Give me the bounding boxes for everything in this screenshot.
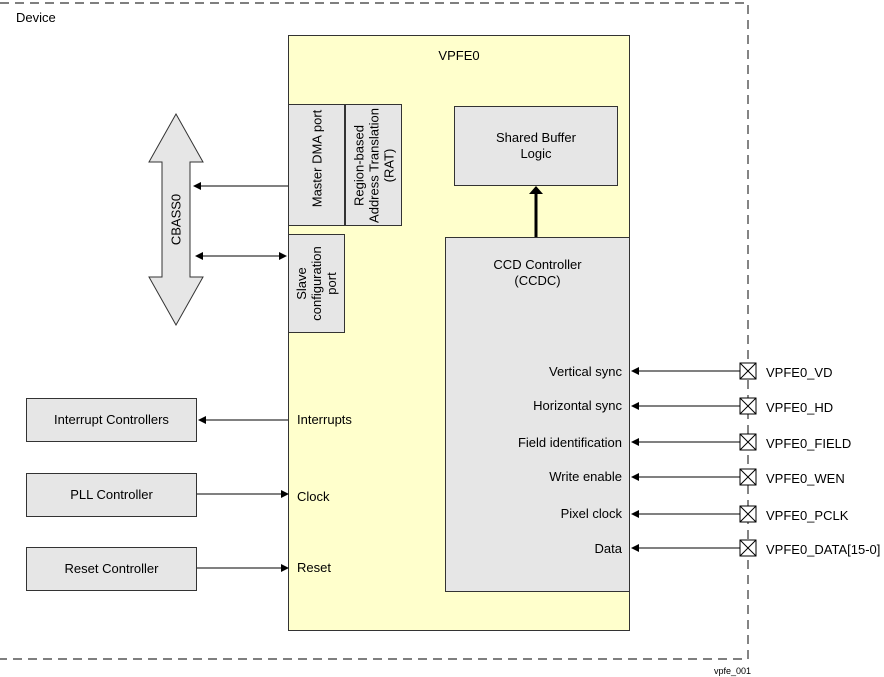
reset-controller-label: Reset Controller (64, 561, 159, 576)
pin-vd: VPFE0_VD (766, 365, 833, 380)
ccd-controller: CCD Controller (CCDC) (445, 237, 630, 592)
shared-buffer-line1: Shared Buffer (496, 130, 576, 145)
pin-symbol-data (739, 539, 757, 557)
pin-symbol-field (739, 433, 757, 451)
rat-block: Region-based Address Translation (RAT) (345, 104, 402, 226)
pin-field: VPFE0_FIELD (766, 436, 852, 451)
signal-field-identification: Field identification (517, 435, 622, 450)
pin-symbol-vd (739, 362, 757, 380)
ccdc-title-line2: (CCDC) (514, 273, 561, 288)
pll-controller-label: PLL Controller (70, 487, 153, 502)
pin-pclk: VPFE0_PCLK (766, 508, 849, 523)
cbass-label: CBASS0 (168, 193, 184, 246)
interrupt-controllers: Interrupt Controllers (26, 398, 197, 442)
signal-data: Data (594, 541, 622, 556)
shared-buffer-logic: Shared Buffer Logic (454, 106, 618, 186)
ccdc-title-line1: CCD Controller (493, 257, 582, 272)
signal-clock: Clock (297, 489, 330, 504)
pll-controller: PLL Controller (26, 473, 197, 517)
interrupt-controllers-label: Interrupt Controllers (54, 412, 169, 427)
signal-horizontal-sync: Horizontal sync (533, 398, 622, 413)
reset-controller: Reset Controller (26, 547, 197, 591)
cbass-bus-arrow (148, 112, 204, 327)
pin-data: VPFE0_DATA[15-0] (766, 542, 881, 557)
pin-hd: VPFE0_HD (766, 400, 834, 415)
signal-write-enable: Write enable (549, 469, 622, 484)
pin-wen: VPFE0_WEN (766, 471, 845, 486)
pin-symbol-wen (739, 468, 757, 486)
signal-reset: Reset (297, 560, 331, 575)
signal-pixel-clock: Pixel clock (560, 506, 622, 521)
slave-config-port: Slave configuration port (288, 234, 345, 333)
pin-symbol-hd (739, 397, 757, 415)
shared-buffer-line2: Logic (520, 146, 552, 161)
signal-vertical-sync: Vertical sync (549, 364, 622, 379)
pin-symbol-pclk (739, 505, 757, 523)
figure-id: vpfe_001 (714, 666, 752, 676)
master-dma-port: Master DMA port (288, 104, 345, 226)
vpfe-title: VPFE0 (438, 48, 480, 63)
device-label: Device (16, 10, 56, 25)
signal-interrupts: Interrupts (297, 412, 352, 427)
